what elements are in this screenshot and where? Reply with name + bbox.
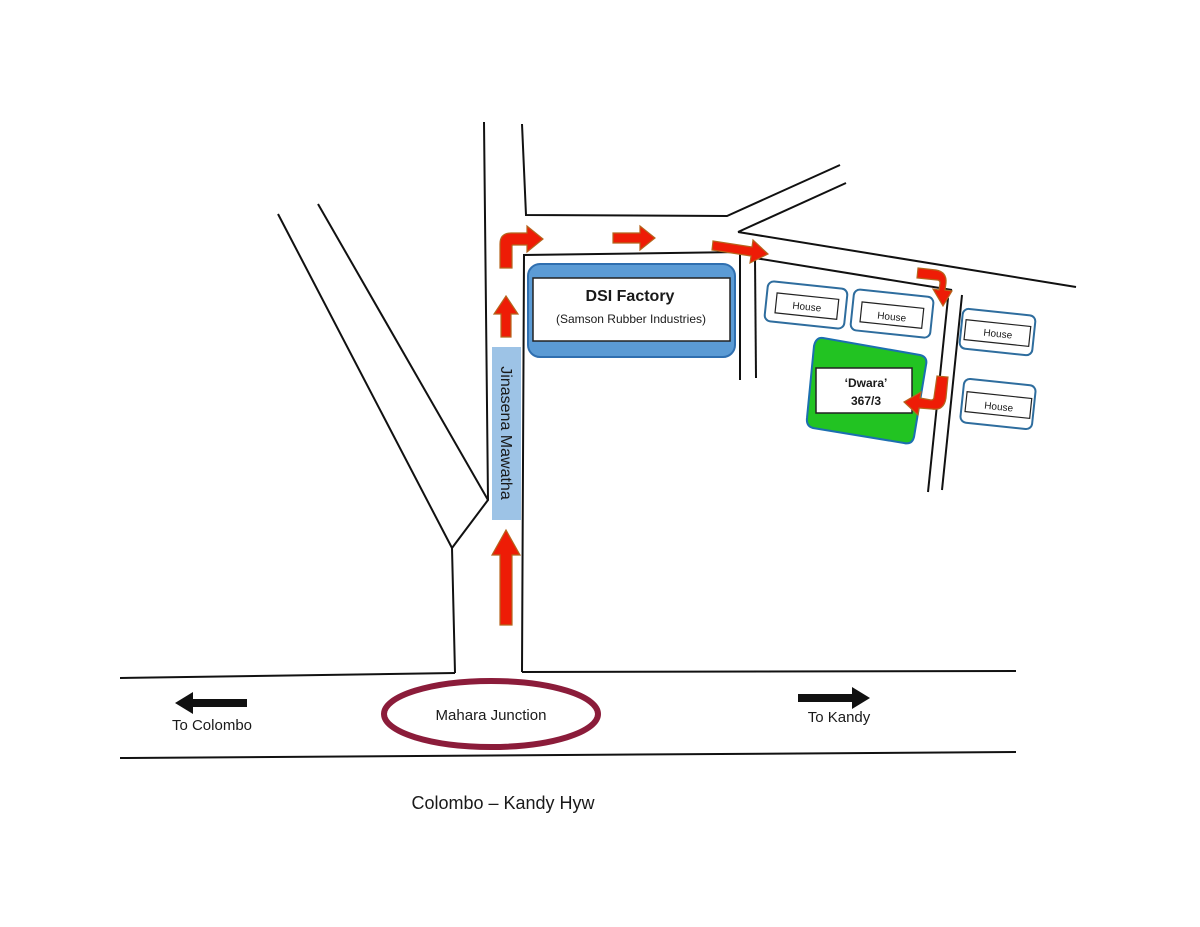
- route-arrow-turn-down: [916, 267, 953, 308]
- house-1: House: [763, 280, 849, 330]
- route-arrow-east-lane: [711, 238, 770, 265]
- lane-inner-west-edge: [754, 257, 757, 379]
- destination-label-box: [815, 367, 913, 414]
- factory-subtitle: (Samson Rubber Industries): [556, 312, 706, 326]
- route-arrow-turn-right: [499, 224, 544, 269]
- to-kandy-label: To Kandy: [808, 709, 871, 726]
- highway-caption: Colombo – Kandy Hyw: [411, 793, 595, 813]
- direction-to-kandy: To Kandy: [798, 687, 871, 726]
- branch-lane-east-edge: [941, 294, 963, 491]
- house-label-box: [774, 292, 840, 320]
- factory-label-box: [532, 277, 731, 342]
- route-arrow-turn-left: [903, 375, 949, 417]
- destination-number: 367/3: [851, 394, 881, 408]
- house-2: House: [849, 288, 935, 339]
- left-arrow-icon: [175, 692, 247, 714]
- highway-south-edge: [119, 751, 1017, 759]
- jinasena-road-left-edge: [450, 121, 490, 674]
- house-label: House: [983, 328, 1013, 342]
- dsi-factory: DSI Factory (Samson Rubber Industries): [527, 263, 736, 358]
- house-label: House: [984, 401, 1014, 415]
- house-label: House: [792, 301, 822, 315]
- highway-north-edge-right: [521, 670, 1017, 673]
- route-arrow-up-short: [492, 294, 520, 338]
- mahara-junction: Mahara Junction: [381, 678, 601, 750]
- destination-name: ‘Dwara’: [845, 376, 888, 390]
- road-label-background: [492, 347, 521, 520]
- lane-south-edge: [754, 257, 953, 291]
- road-name-text: Jinasena Mawatha: [497, 366, 514, 500]
- road-network: [119, 121, 1077, 759]
- destination-dwara: ‘Dwara’ 367/3: [805, 336, 928, 445]
- house-4: House: [959, 377, 1037, 431]
- diagonal-road-east-edge: [317, 203, 489, 501]
- highway-north-edge-left: [119, 672, 456, 679]
- route-arrows: [490, 224, 953, 626]
- diagonal-road-west-edge: [277, 213, 453, 549]
- route-arrow-east: [612, 224, 656, 252]
- junction-ring: [381, 678, 601, 750]
- north-road-west-edge: [521, 123, 841, 218]
- route-arrow-up-long: [490, 528, 522, 626]
- house-label-box: [963, 319, 1032, 348]
- factory-name: DSI Factory: [586, 288, 675, 305]
- house-label-box: [859, 301, 925, 329]
- jinasena-road-right-edge: [521, 250, 741, 673]
- to-colombo-label: To Colombo: [172, 717, 252, 734]
- house-label-box: [964, 391, 1033, 420]
- north-road-east-edge: [737, 182, 847, 233]
- house-label: House: [877, 311, 907, 325]
- right-arrow-icon: [798, 687, 870, 709]
- jinasena-road-label: Jinasena Mawatha: [492, 347, 521, 520]
- junction-label: Mahara Junction: [436, 707, 547, 724]
- lane-north-edge: [737, 231, 1077, 288]
- direction-to-colombo: To Colombo: [172, 692, 252, 734]
- house-3: House: [958, 307, 1037, 357]
